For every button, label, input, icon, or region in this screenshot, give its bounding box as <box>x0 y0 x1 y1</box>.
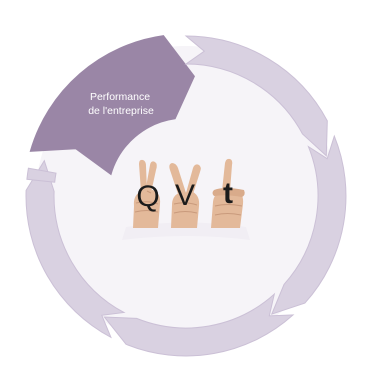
segment-label-line2: de l'entreprise <box>88 105 154 117</box>
center-letter-t: t <box>223 177 233 210</box>
center-letter-v: V <box>175 179 195 212</box>
cycle-ring <box>25 35 347 357</box>
cycle-segment-3 <box>270 134 347 315</box>
cycle-segment-4 <box>103 292 295 357</box>
hand-t <box>211 158 245 228</box>
cycle-segment-2 <box>184 35 328 157</box>
cycle-segment-6 <box>26 167 57 183</box>
center-qvt-hands: Q V t <box>122 158 250 240</box>
cycle-segment-highlighted <box>29 35 195 176</box>
hand-q <box>133 159 161 228</box>
hand-v <box>169 163 201 228</box>
segment-label-line1: Performance <box>90 91 150 103</box>
center-letter-q: Q <box>136 180 159 213</box>
